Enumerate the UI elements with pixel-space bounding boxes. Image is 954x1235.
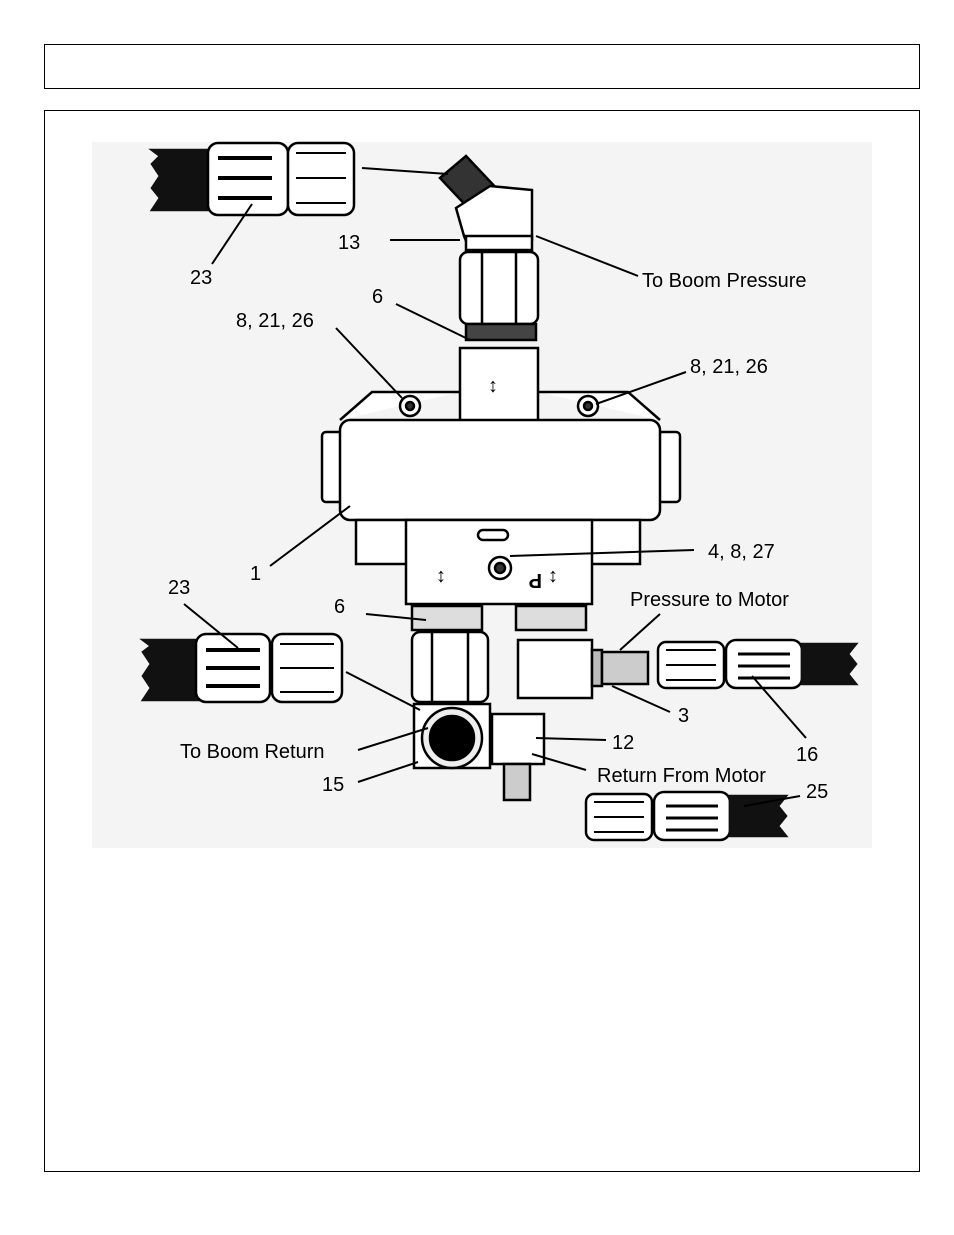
svg-text:↕: ↕ bbox=[548, 565, 558, 587]
label-12: 12 bbox=[612, 732, 634, 754]
label-8-21-26-right: 8, 21, 26 bbox=[690, 356, 768, 378]
callout-labels: 23 13 To Boom Pressure 6 8, 21, 26 8, 21… bbox=[168, 232, 828, 803]
tee-fitting-15 bbox=[412, 702, 492, 770]
label-8-21-26-left: 8, 21, 26 bbox=[236, 310, 314, 332]
label-13: 13 bbox=[338, 232, 360, 254]
fitting-6-top bbox=[458, 250, 540, 342]
header-box bbox=[44, 44, 920, 89]
label-pressure-to-motor: Pressure to Motor bbox=[630, 589, 789, 611]
valve-body-1 bbox=[320, 390, 682, 522]
label-23-top: 23 bbox=[190, 267, 212, 289]
svg-text:↕: ↕ bbox=[488, 375, 498, 397]
leader-lines bbox=[183, 167, 807, 807]
hose-25 bbox=[584, 790, 789, 842]
hose-16 bbox=[656, 638, 859, 690]
fitting-6-bottom bbox=[410, 604, 490, 704]
label-to-boom-return: To Boom Return bbox=[180, 741, 325, 763]
hose-23-top bbox=[148, 141, 356, 217]
valve-lower-section: ↕ ↕ P bbox=[354, 518, 642, 606]
label-to-boom-pressure: To Boom Pressure bbox=[642, 270, 807, 292]
label-16: 16 bbox=[796, 744, 818, 766]
label-25: 25 bbox=[806, 781, 828, 803]
label-6-bottom: 6 bbox=[334, 596, 345, 618]
label-4-8-27: 4, 8, 27 bbox=[708, 541, 775, 563]
label-15: 15 bbox=[322, 774, 344, 796]
hose-23-bottom bbox=[139, 632, 344, 704]
label-return-from-motor: Return From Motor bbox=[597, 765, 766, 787]
label-1: 1 bbox=[250, 563, 261, 585]
elbow-fitting-13 bbox=[438, 154, 534, 252]
elbow-fitting-12 bbox=[490, 712, 546, 802]
pressure-fitting bbox=[514, 604, 650, 700]
label-6-top: 6 bbox=[372, 286, 383, 308]
port-p-label: P bbox=[529, 569, 542, 591]
svg-text:↕: ↕ bbox=[436, 565, 446, 587]
label-3: 3 bbox=[678, 705, 689, 727]
label-23-bottom: 23 bbox=[168, 577, 190, 599]
